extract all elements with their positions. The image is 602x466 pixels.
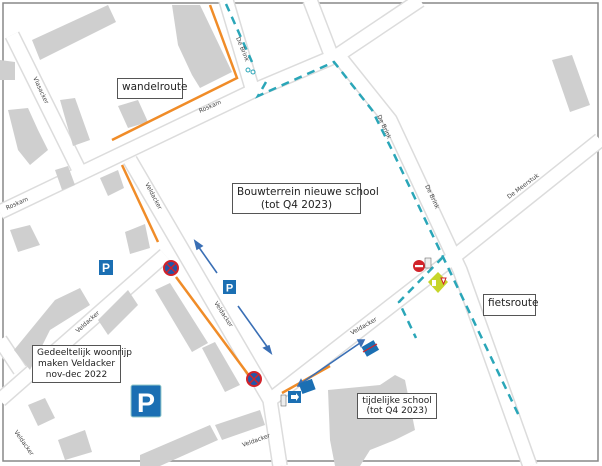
building — [98, 290, 138, 335]
building — [100, 170, 124, 196]
temporary-school-title: tijdelijke school — [362, 396, 432, 406]
yield-sign-icon — [428, 272, 448, 293]
parking-sign-large: P — [130, 384, 162, 418]
buildings — [0, 5, 590, 466]
sub-sign-icon — [280, 394, 287, 407]
building — [32, 5, 116, 60]
building — [8, 108, 48, 165]
building — [60, 98, 90, 146]
svg-text:P: P — [226, 283, 233, 295]
building — [172, 5, 232, 88]
residential-line: maken Veldacker — [37, 359, 116, 369]
parking-sign-small-1: P — [99, 260, 113, 275]
no-parking-sign-icon — [163, 260, 179, 276]
construction-site-title: Bouwterrein nieuwe school — [237, 186, 379, 198]
construction-site-period: (tot Q4 2023) — [260, 199, 333, 211]
school-zone-sign-icon — [298, 378, 316, 395]
no-parking-sign-icon — [246, 371, 262, 387]
building — [202, 342, 240, 392]
bicycle-crossing-icon — [245, 67, 256, 75]
building — [155, 283, 208, 352]
walking-route-text: wandelroute — [122, 81, 188, 93]
residential-line: Gedeeltelijk woonrijp — [37, 348, 132, 358]
label-temporary-school: tijdelijke school(tot Q4 2023) — [357, 393, 437, 419]
residential-period: nov-dec 2022 — [45, 370, 108, 380]
building — [55, 166, 75, 190]
arrow-up-right-icon — [356, 339, 366, 348]
building — [552, 55, 590, 112]
cycle-route-lines — [224, 3, 522, 419]
building — [118, 100, 148, 128]
building — [140, 425, 218, 466]
cycle-route-text: fietsroute — [488, 297, 539, 309]
building — [0, 60, 15, 80]
school-zone-end-sign-icon — [361, 340, 380, 357]
svg-text:P: P — [102, 261, 110, 275]
no-entry-sign-icon — [413, 260, 425, 272]
arrow-down-right-icon — [262, 344, 273, 355]
svg-text:P: P — [137, 388, 155, 418]
exception-cyclist-sign-icon — [424, 257, 432, 269]
building — [125, 224, 150, 254]
label-walking-route: wandelroute — [117, 78, 187, 99]
direction-sign-icon — [288, 391, 301, 403]
parking-sign-small-2: P — [223, 280, 236, 295]
temporary-school-period: (tot Q4 2023) — [366, 406, 428, 416]
arrow-up-left-icon — [193, 239, 204, 251]
building — [58, 430, 92, 460]
building — [10, 225, 40, 252]
building — [215, 410, 265, 440]
label-cycle-route: fietsroute — [483, 294, 539, 316]
label-construction-site: Bouwterrein nieuwe school(tot Q4 2023) — [232, 183, 379, 214]
building — [28, 398, 55, 426]
